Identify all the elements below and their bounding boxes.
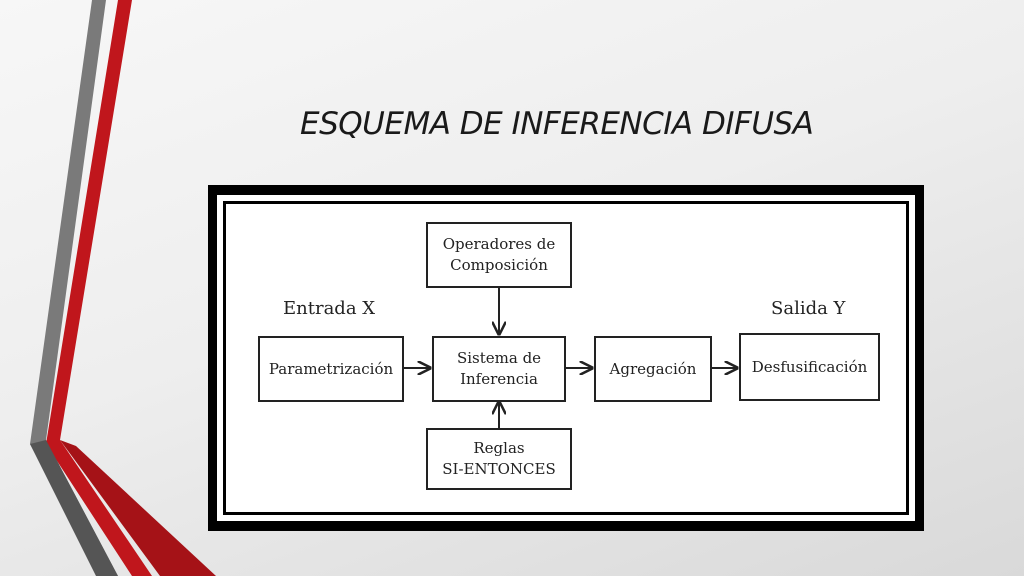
node-operadores-de-composicion: Operadores de Composición — [426, 222, 572, 288]
decorative-stripes — [30, 0, 216, 576]
gray-wedge — [30, 440, 118, 576]
node-parametrizacion: Parametrización — [258, 336, 404, 402]
label-entrada-x: Entrada X — [283, 298, 376, 319]
node-sistema-de-inferencia: Sistema de Inferencia — [432, 336, 566, 402]
label-salida-y: Salida Y — [771, 298, 846, 319]
node-desfusificacion: Desfusificación — [739, 333, 880, 401]
node-agregacion: Agregación — [594, 336, 712, 402]
red-wedge — [60, 440, 216, 576]
slide-title: ESQUEMA DE INFERENCIA DIFUSA — [300, 106, 814, 142]
node-reglas-si-entonces: Reglas SI-ENTONCES — [426, 428, 572, 490]
